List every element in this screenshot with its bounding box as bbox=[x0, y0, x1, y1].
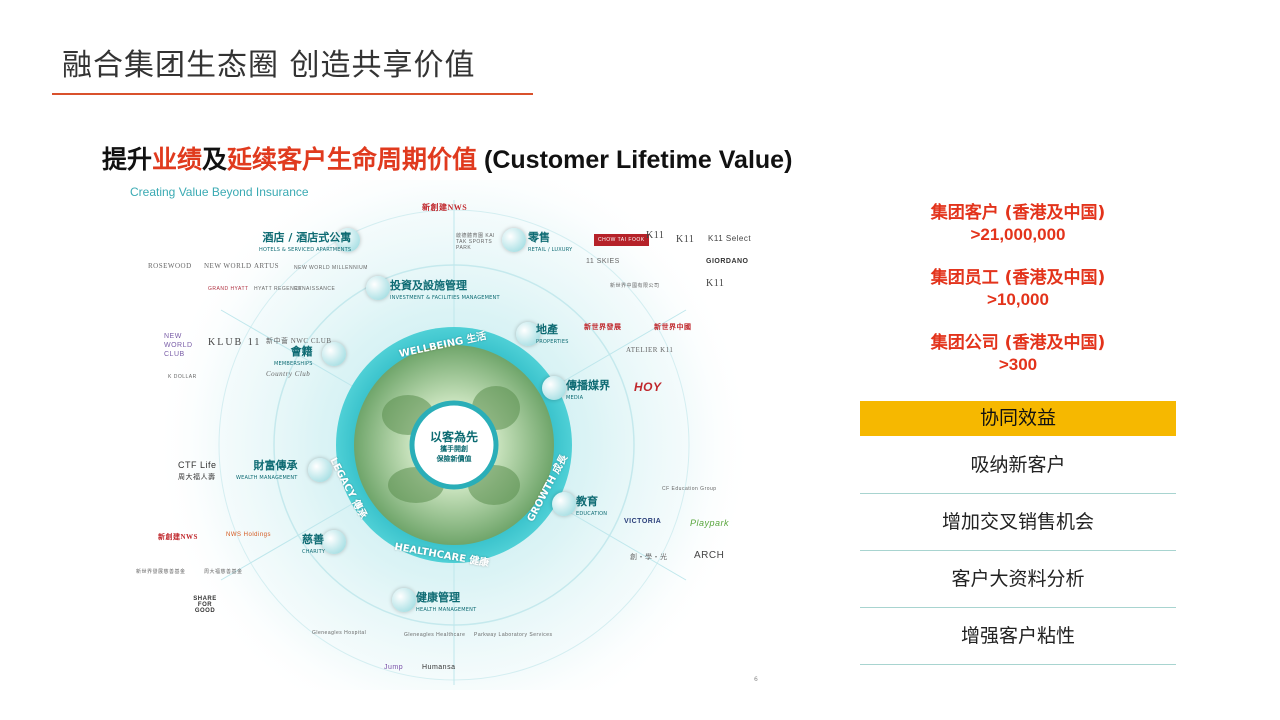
charity-chip bbox=[322, 530, 346, 554]
creating-value-caption: Creating Value Beyond Insurance bbox=[130, 185, 309, 199]
logo-parkway: Parkway Laboratory Services bbox=[474, 632, 553, 638]
logo-ctf: CHOW TAI FOOK bbox=[594, 234, 649, 246]
logo-nwclub: NEW WORLD CLUB bbox=[164, 333, 193, 358]
synergy-item: 增强客户粘性 bbox=[860, 608, 1176, 665]
logo-kdollar: K DOLLAR bbox=[168, 374, 197, 380]
logo-hyatt: HYATT REGENCY bbox=[254, 286, 303, 292]
center-sub-1: 攜手開創 bbox=[440, 445, 468, 453]
education-chip bbox=[552, 492, 576, 516]
title-underline bbox=[52, 93, 533, 95]
hotels-chip bbox=[336, 228, 360, 252]
stat-companies-value: >300 bbox=[998, 355, 1038, 374]
synergy-item: 吸纳新客户 bbox=[860, 437, 1176, 494]
logo-humansa: Humansa bbox=[422, 664, 456, 671]
stat-customers: 集团客户 (香港及中国) >21,000,000 bbox=[860, 202, 1176, 246]
logo-k11-a: K11 bbox=[646, 230, 665, 241]
stat-companies-label: 集团公司 (香港及中国) bbox=[930, 333, 1106, 353]
page-title: 融合集团生态圈 创造共享价值 bbox=[62, 48, 476, 83]
logo-charity-1: 新世界發展慈善基金 bbox=[136, 569, 186, 575]
center-sub-2: 保險新價值 bbox=[436, 455, 472, 463]
stat-customers-label: 集团客户 (香港及中国) bbox=[930, 203, 1106, 223]
logo-gleneagles-healthcare: Gleneagles Healthcare bbox=[404, 632, 466, 638]
logo-countryclub: Country Club bbox=[266, 370, 311, 378]
logo-ctflife-zh: 周大福人壽 bbox=[178, 473, 216, 481]
investment-chip bbox=[366, 276, 390, 300]
memberships-chip bbox=[322, 342, 346, 366]
logo-11skies: 11 SKIES bbox=[586, 258, 620, 265]
logo-nwcclub: 新中薈 NWC CLUB bbox=[266, 337, 332, 345]
stat-companies: 集团公司 (香港及中国) >300 bbox=[860, 332, 1176, 376]
logo-k11-b: K11 bbox=[676, 234, 695, 245]
subtitle-highlight-1: 业绩 bbox=[152, 145, 203, 174]
logo-cfedu: CF Education Group bbox=[662, 486, 717, 492]
logo-k11-c: K11 bbox=[706, 278, 725, 289]
logo-victoria: VICTORIA bbox=[624, 518, 662, 525]
logo-nwsh: NWS Holdings bbox=[226, 532, 272, 538]
stat-employees-label: 集团员工 (香港及中国) bbox=[930, 268, 1106, 288]
logo-ctflife: CTF Life bbox=[178, 460, 217, 470]
logo-k11-select: K11 Select bbox=[708, 234, 752, 243]
logo-hoy: HOY bbox=[634, 380, 662, 394]
logo-chuangxueguang: 創・學・光 bbox=[630, 553, 668, 561]
slide-page-number: 6 bbox=[754, 676, 758, 683]
synergy-header: 协同效益 bbox=[860, 401, 1176, 436]
subtitle-part-1: 提升 bbox=[102, 145, 153, 174]
logo-klub11: KLUB 11 bbox=[208, 337, 262, 348]
logo-jumpstart: Jump bbox=[384, 664, 404, 671]
logo-nws: 新創建NWS bbox=[422, 203, 468, 212]
subtitle-highlight-2: 延续客户生命周期价值 bbox=[227, 145, 478, 174]
logo-nwdc: 新世界中國有限公司 bbox=[610, 283, 660, 289]
infographic-background bbox=[126, 180, 766, 690]
stat-employees: 集团员工 (香港及中国) >10,000 bbox=[860, 267, 1176, 311]
logo-gleneagles-hospital: Gleneagles Hospital bbox=[312, 630, 367, 636]
logo-nwd: 新世界發展 bbox=[584, 323, 622, 331]
logo-nwmillennium: NEW WORLD MILLENNIUM bbox=[294, 265, 368, 271]
media-chip bbox=[542, 376, 566, 400]
logo-charity-2: 周大福慈善基金 bbox=[204, 569, 243, 575]
logo-grandhyatt: GRAND HYATT bbox=[208, 286, 249, 292]
logo-nwchina: 新世界中國 bbox=[654, 323, 692, 331]
logo-kaitak: 啟德體育園 KAI TAK SPORTS PARK bbox=[456, 233, 495, 251]
subtitle-part-3: 及 bbox=[202, 145, 228, 174]
wealth-chip bbox=[308, 458, 332, 482]
properties-chip bbox=[516, 322, 540, 346]
retail-chip bbox=[502, 228, 526, 252]
stat-employees-value: >10,000 bbox=[987, 290, 1049, 309]
logo-newworld: NEW WORLD bbox=[204, 262, 252, 270]
logo-nws-2: 新創建NWS bbox=[158, 533, 198, 541]
stat-customers-value: >21,000,000 bbox=[970, 225, 1066, 244]
synergy-item: 增加交叉销售机会 bbox=[860, 494, 1176, 551]
logo-atelier: ATELIER K11 bbox=[626, 346, 674, 354]
logo-artus: ARTUS bbox=[254, 262, 280, 270]
center-slogan: 以客為先 bbox=[429, 430, 478, 444]
synergy-item: 客户大资料分析 bbox=[860, 551, 1176, 608]
subtitle: 提升业绩及延续客户生命周期价值 (Customer Lifetime Value… bbox=[102, 140, 792, 176]
logo-renaissance: RENAISSANCE bbox=[294, 286, 336, 292]
logo-shareforgood: SHARE FOR GOOD bbox=[193, 596, 217, 614]
logo-giordano: GIORDANO bbox=[706, 258, 749, 265]
logo-playpark: Playpark bbox=[690, 518, 730, 528]
logo-rosewood: ROSEWOOD bbox=[148, 262, 192, 270]
subtitle-english: (Customer Lifetime Value) bbox=[477, 146, 793, 174]
health-chip bbox=[392, 588, 416, 612]
logo-arch: ARCH bbox=[694, 550, 725, 561]
ecosystem-infographic: Creating Value Beyond Insurance 以客為先 攜手開… bbox=[126, 180, 766, 690]
